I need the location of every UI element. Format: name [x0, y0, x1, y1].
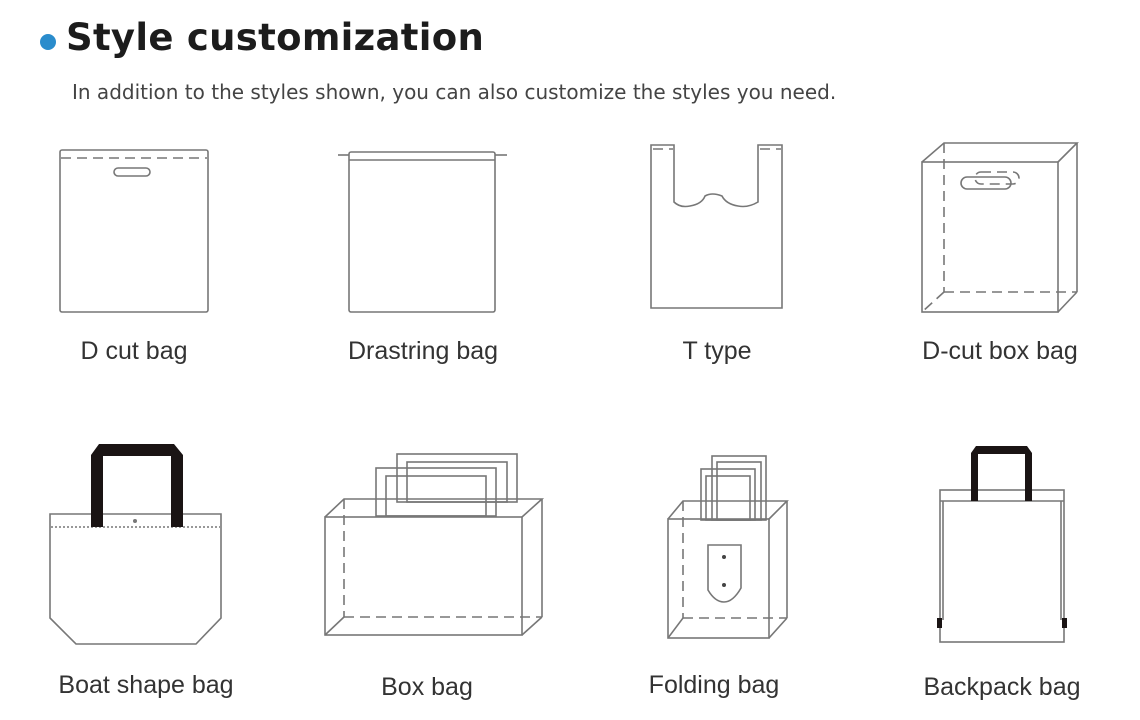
- page-subtitle: In addition to the styles shown, you can…: [72, 80, 837, 104]
- section-header: Style customization: [40, 10, 484, 64]
- style-label: Folding bag: [648, 671, 780, 699]
- style-label: T type: [682, 337, 752, 365]
- style-label: Backpack bag: [923, 673, 1081, 701]
- bullet-dot-icon: [40, 34, 56, 50]
- style-label: Drastring bag: [347, 337, 499, 365]
- style-label: Boat shape bag: [58, 671, 234, 699]
- page-title: Style customization: [66, 15, 485, 59]
- style-label: D-cut box bag: [922, 337, 1078, 365]
- style-label: D cut bag: [80, 337, 188, 365]
- style-label: Box bag: [381, 673, 473, 701]
